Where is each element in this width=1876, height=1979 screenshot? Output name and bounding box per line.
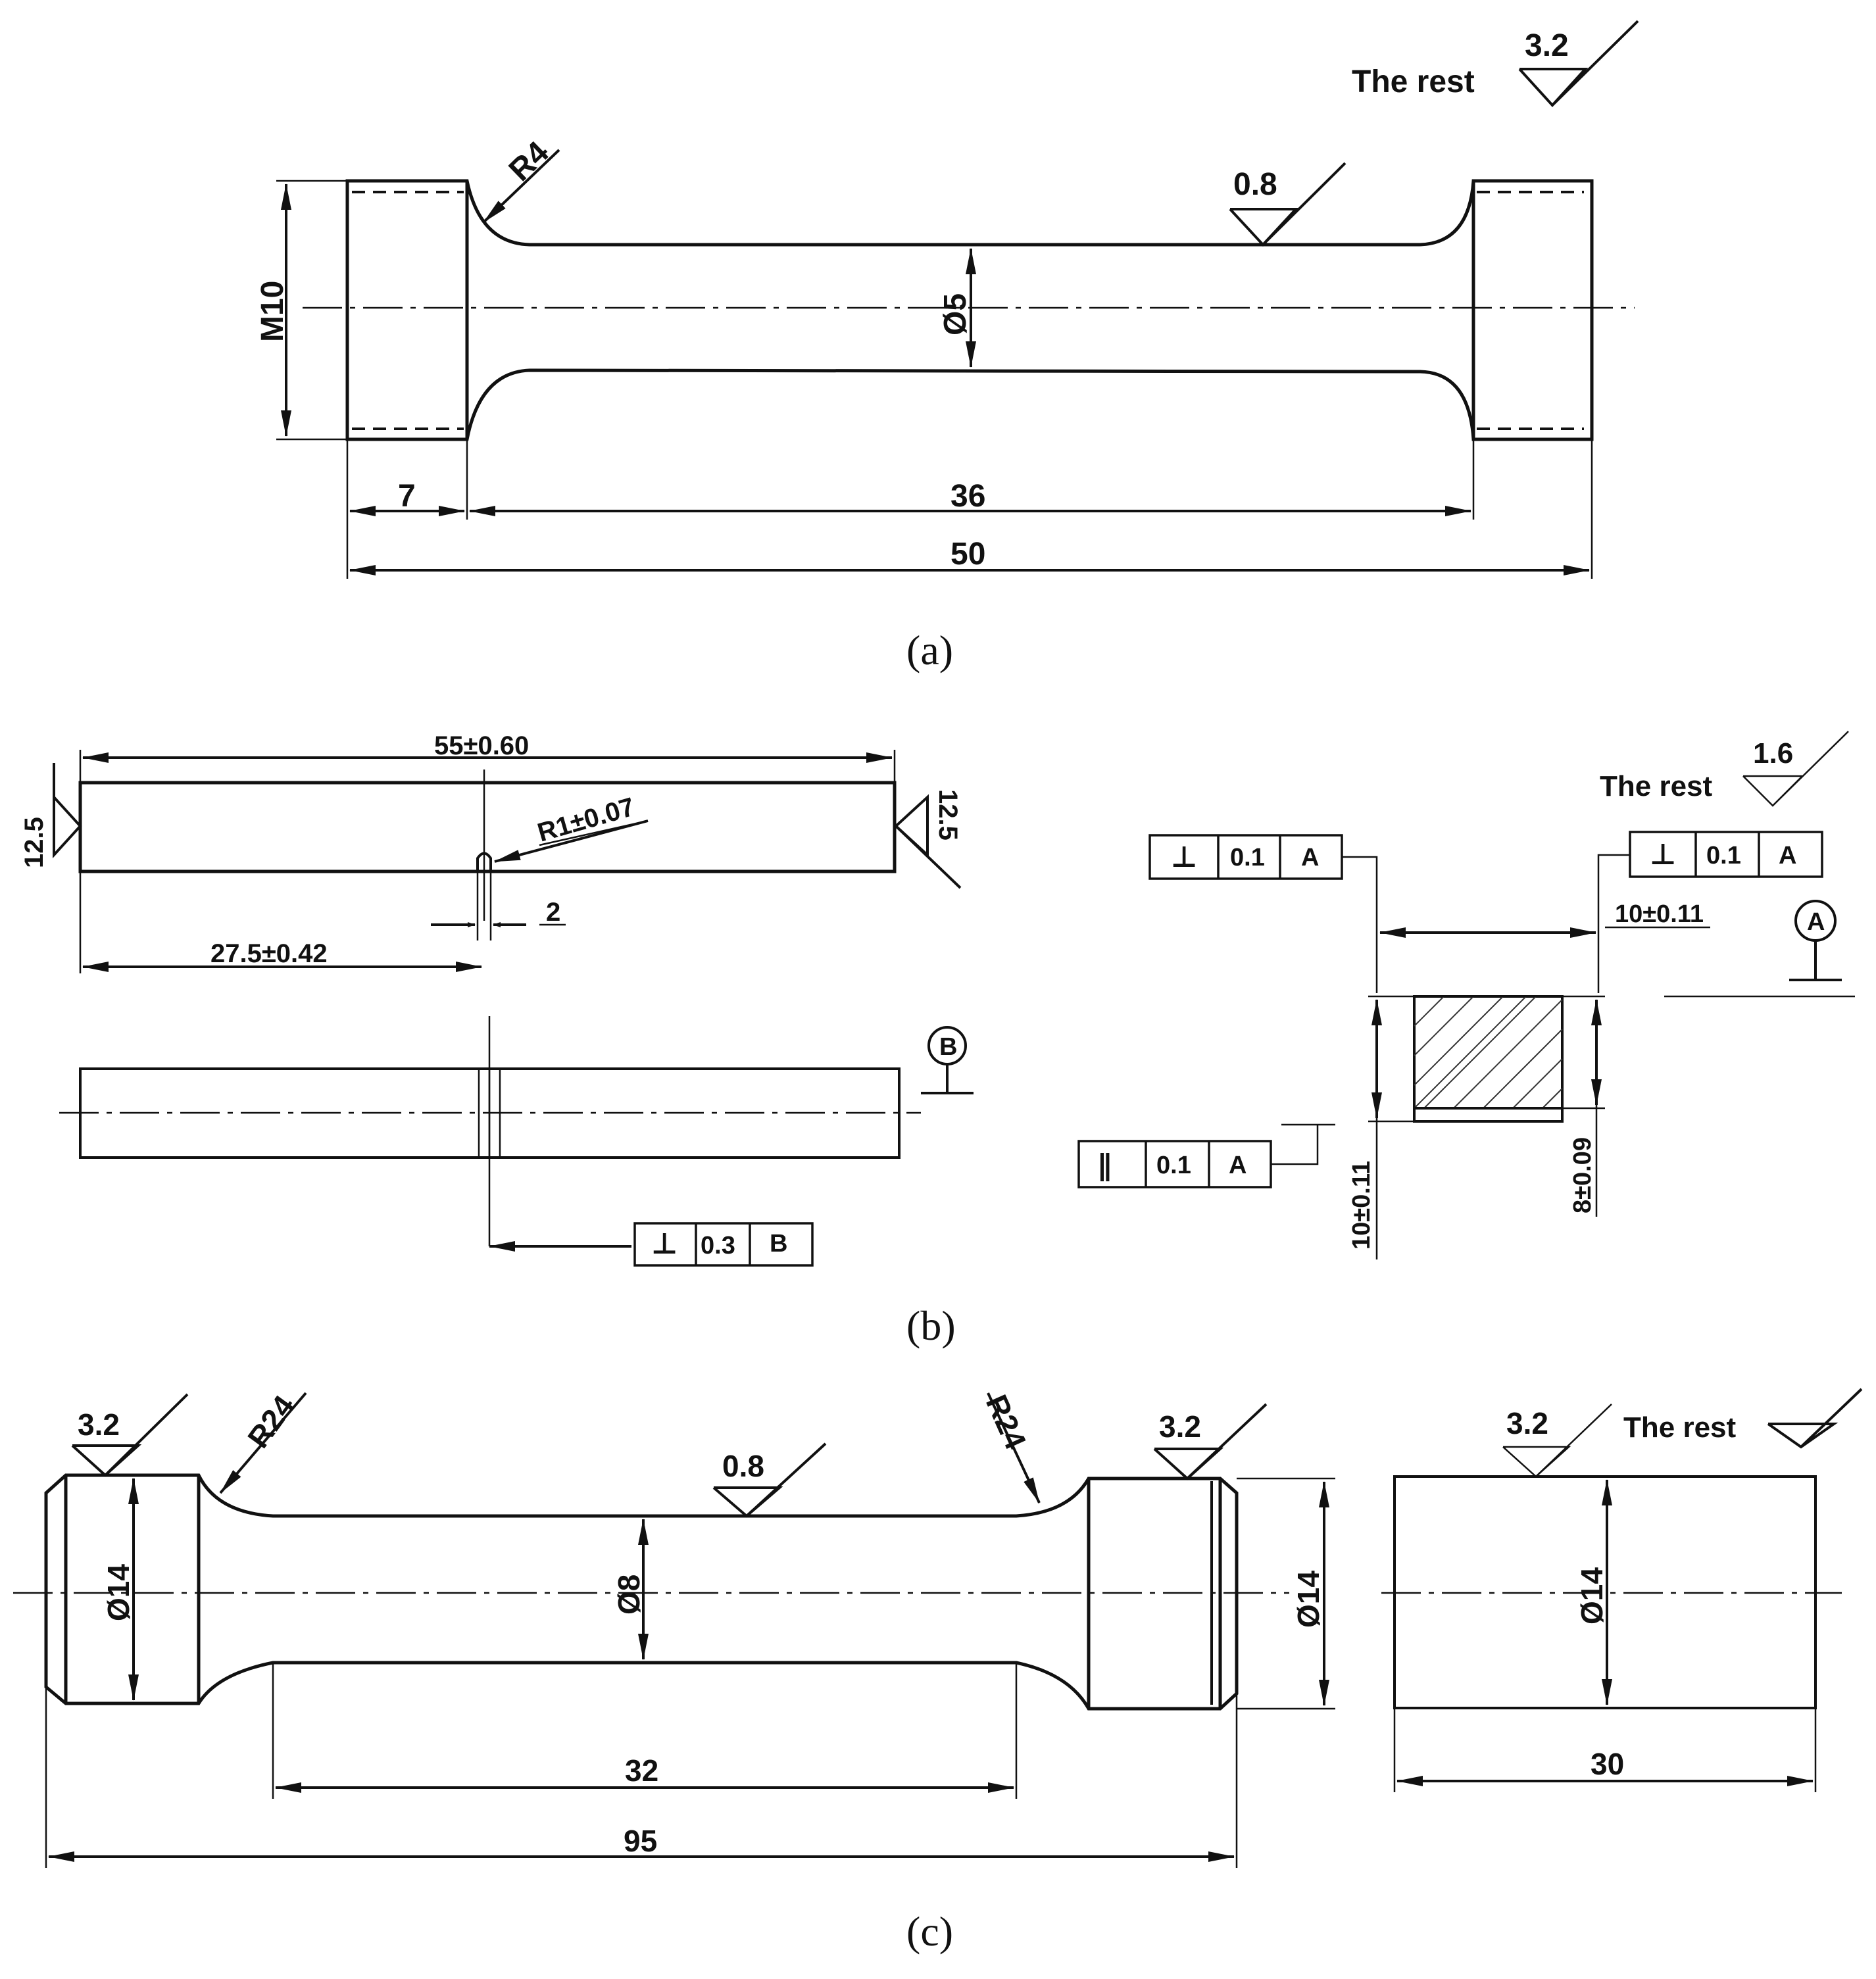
datum-b-label: B [939, 1033, 957, 1061]
gauge-length-label: 32 [625, 1753, 658, 1788]
side-rest-roughness-symbol [1767, 1388, 1863, 1449]
frame-perp-left-datum: A [1301, 844, 1319, 871]
datum-b-stem [921, 1064, 974, 1094]
caption-b: (b) [906, 1302, 956, 1349]
frame-perp-left-tolerance: 0.1 [1230, 844, 1265, 871]
width-dim-label: 10±0.11 [1615, 900, 1704, 928]
side-roughness-label: 3.2 [1506, 1406, 1548, 1440]
notch-width-label: 2 [546, 898, 560, 927]
frame-perp-right-tolerance: 0.1 [1706, 842, 1741, 869]
rest-roughness-b: 1.6 [1753, 737, 1793, 770]
feature-frame-parallel: ∥ 0.1 A [1077, 1140, 1272, 1188]
side-length-label: 30 [1591, 1747, 1624, 1781]
leader-parallel [1271, 1125, 1319, 1165]
thread-label: M10 [255, 281, 290, 342]
figure-c: 3.2 R24 Ø14 0.8 Ø8 R24 3.2 Ø14 32 [13, 1388, 1863, 1955]
diameter-label-a: Ø5 [938, 293, 973, 335]
end-roughness-left: 12.5 [20, 817, 49, 868]
roughness-symbol-a [1229, 162, 1346, 247]
feature-frame-perp-left: ⊥ 0.1 A [1148, 834, 1343, 880]
dia-right-label: Ø14 [1291, 1571, 1325, 1628]
figure-a: The rest 3.2 M10 Ø5 R4 0.8 7 [255, 20, 1639, 673]
roughness-right-c: 3.2 [1159, 1409, 1201, 1444]
rest-label-a: The rest [1352, 64, 1475, 99]
frame-parallel-symbol: ∥ [1097, 1150, 1112, 1182]
frame-parallel-datum: A [1229, 1152, 1247, 1179]
frame-perp-right-symbol: ⊥ [1650, 839, 1676, 871]
total-length-label: 55±0.60 [434, 731, 529, 760]
hatch-6 [1453, 999, 1563, 1109]
hatch-9 [1542, 1088, 1563, 1109]
side-roughness-symbol [1502, 1404, 1612, 1478]
frame-perp-b-box [633, 1222, 814, 1267]
bar-side-view [78, 781, 897, 873]
frame-perp-b-symbol: ⊥ [651, 1228, 678, 1260]
radius-left-label: R24 [241, 1389, 301, 1454]
cross-section-hatching [1414, 996, 1563, 1109]
roughness-end-left [53, 763, 82, 859]
dim-label-7: 7 [398, 479, 416, 514]
notch-depth-label: 8±0.09 [1569, 1137, 1596, 1213]
dim-label-50: 50 [950, 537, 985, 572]
datum-a-label: A [1807, 908, 1825, 936]
leader-r4 [482, 149, 560, 224]
roughness-symbol-mid-c [712, 1442, 827, 1518]
dim-label-36: 36 [950, 479, 985, 514]
feature-frame-perp-right: ⊥ 0.1 A [1629, 831, 1823, 878]
datum-a-stem [1789, 941, 1842, 981]
hatch-8 [1512, 1058, 1563, 1109]
leader-r1 [494, 819, 649, 863]
dia-mid-label: Ø8 [612, 1575, 646, 1615]
height-dim-label: 10±0.11 [1348, 1161, 1375, 1250]
dia-left-label: Ø14 [101, 1564, 136, 1621]
hatch-1 [1414, 996, 1444, 1027]
caption-c: (c) [906, 1908, 953, 1955]
leader-perp-right [1597, 854, 1630, 993]
notch-radius-label: R1±0.07 [534, 793, 637, 848]
figure-b: 55±0.60 12.5 12.5 R1±0.07 2 27.5±0.42 B [20, 731, 1855, 1349]
hatch-2 [1414, 996, 1474, 1056]
surface-roughness-a: 0.8 [1233, 167, 1277, 202]
feature-frame-perp-b: ⊥ 0.3 B [633, 1222, 814, 1267]
rest-roughness-a: 3.2 [1525, 28, 1569, 63]
leader-perp-left [1342, 856, 1378, 993]
hatch-4 [1414, 996, 1527, 1109]
radius-right-label: R24 [979, 1390, 1033, 1455]
frame-perp-b-tolerance: 0.3 [701, 1232, 735, 1259]
leader-r24-right [987, 1392, 1041, 1503]
roughness-symbol-rest-a [1518, 20, 1639, 107]
roughness-symbol-right-c [1153, 1403, 1268, 1480]
frame-parallel-tolerance: 0.1 [1156, 1152, 1191, 1179]
frame-perp-b-datum: B [770, 1230, 787, 1258]
roughness-end-right [894, 794, 962, 889]
roughness-left-c: 3.2 [78, 1407, 120, 1442]
leader-r1-line [539, 819, 649, 846]
leader-r24-left [219, 1392, 307, 1494]
radius-label-a: R4 [503, 135, 556, 188]
rest-label-b: The rest [1600, 770, 1713, 802]
notch-position-label: 27.5±0.42 [210, 939, 328, 968]
caption-a: (a) [906, 627, 953, 673]
end-roughness-right: 12.5 [933, 789, 962, 841]
roughness-mid-c: 0.8 [722, 1449, 764, 1483]
hatch-3 [1414, 996, 1504, 1086]
frame-perp-right-datum: A [1779, 842, 1796, 869]
frame-perp-left-symbol: ⊥ [1171, 841, 1197, 873]
hatch-7 [1483, 1029, 1563, 1109]
total-length-label-c: 95 [624, 1824, 657, 1858]
side-dia-label: Ø14 [1575, 1567, 1609, 1625]
roughness-symbol-rest-b [1742, 731, 1849, 807]
hatch-5 [1423, 996, 1537, 1109]
side-rest-label: The rest [1623, 1411, 1737, 1444]
roughness-symbol-left-c [71, 1393, 189, 1477]
